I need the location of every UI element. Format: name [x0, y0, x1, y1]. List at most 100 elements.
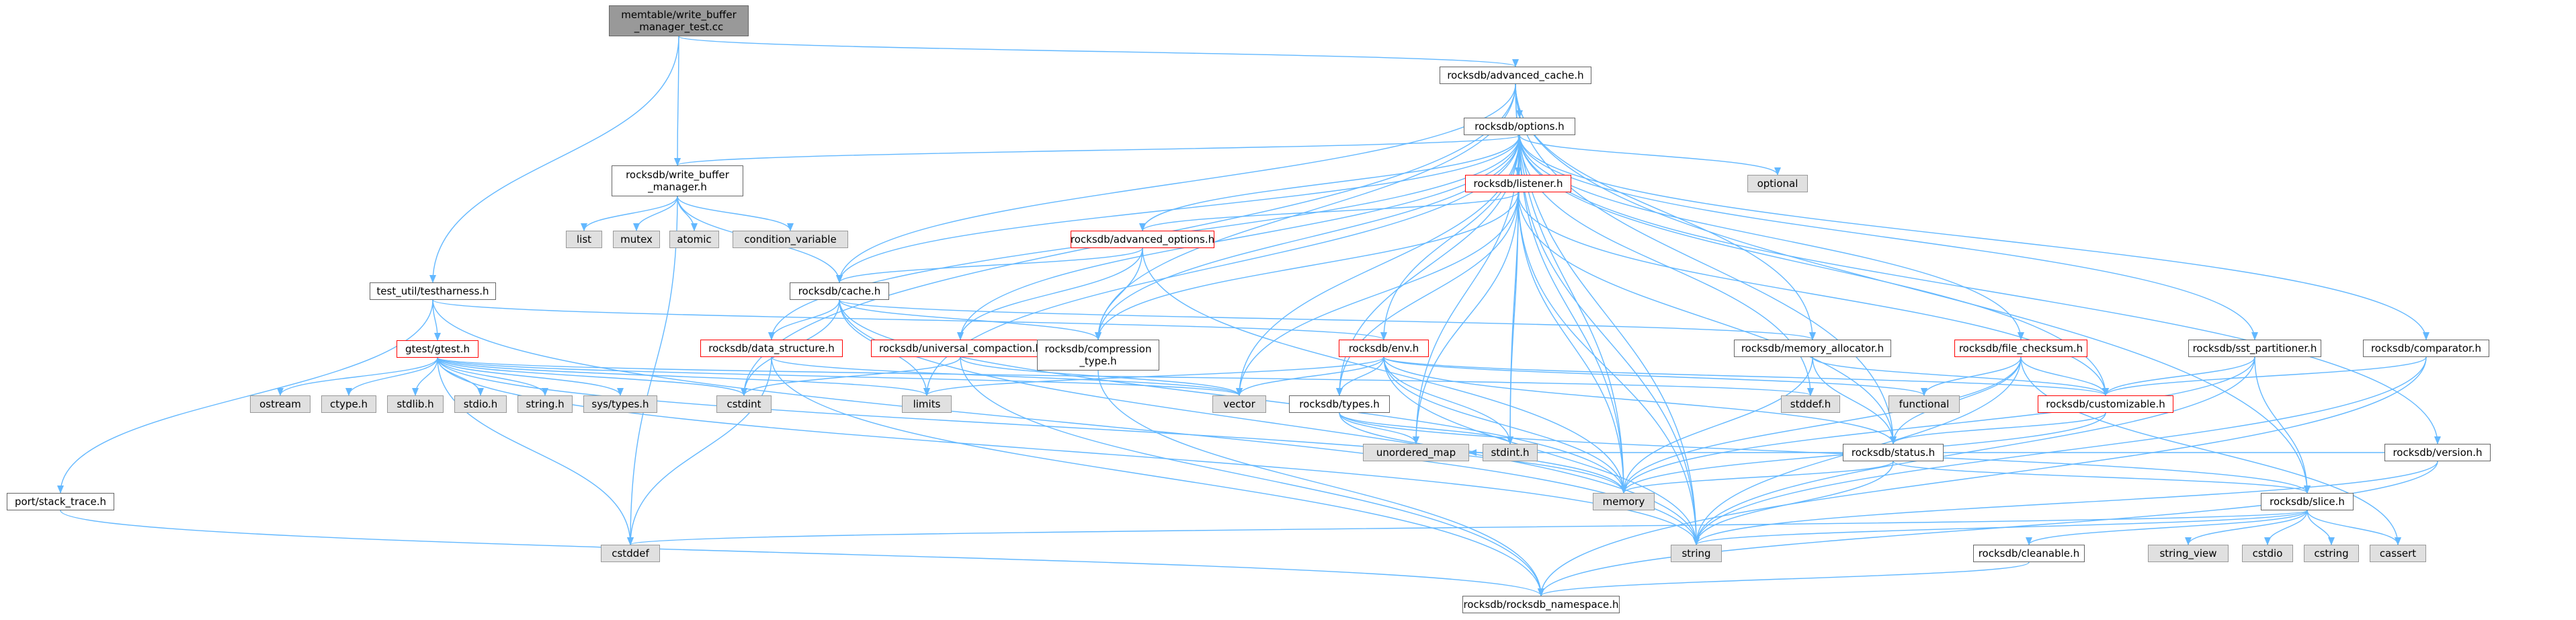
edge-data-structure-to-vector: [771, 356, 1243, 396]
edge-comparator-to-customizable: [2102, 356, 2427, 396]
node-version[interactable]: rocksdb/version.h: [2384, 444, 2491, 461]
edge-options-to-comparator: [1519, 134, 2429, 340]
edge-gtest-to-ctype: [345, 357, 438, 396]
edge-root-to-write-buffer-manager: [674, 36, 681, 166]
edge-advanced-cache-to-status: [1515, 83, 1897, 444]
edge-sst-partitioner-to-memory: [1620, 356, 2255, 494]
node-cstdint: cstdint: [716, 395, 772, 413]
edge-data-structure-to-cstddef: [627, 356, 772, 545]
edge-listener-to-status: [1518, 192, 1897, 444]
edge-status-to-string: [1693, 461, 1894, 545]
node-cstdio: cstdio: [2242, 545, 2293, 562]
edge-advanced-cache-to-memory: [1515, 83, 1627, 494]
node-root[interactable]: memtable/write_buffer _manager_test.cc: [609, 5, 749, 36]
node-stddef: stddef.h: [1781, 395, 1840, 413]
edge-write-buffer-manager-to-list: [581, 196, 678, 231]
edge-universal-compaction-to-cstdint: [741, 356, 961, 396]
edge-status-to-slice: [1893, 461, 2311, 494]
edge-testharness-to-env: [432, 299, 1387, 340]
node-stdio: stdio.h: [454, 395, 507, 413]
edge-advanced-cache-to-compression-type: [1095, 83, 1516, 340]
node-vector: vector: [1212, 395, 1266, 413]
node-cleanable[interactable]: rocksdb/cleanable.h: [1973, 545, 2085, 562]
node-status[interactable]: rocksdb/status.h: [1843, 444, 1944, 461]
edge-sst-partitioner-to-slice: [2254, 356, 2311, 494]
edge-listener-to-string: [1518, 192, 1700, 545]
edge-file-checksum-to-functional: [1921, 356, 2022, 396]
node-env[interactable]: rocksdb/env.h: [1339, 340, 1429, 357]
node-condition-variable: condition_variable: [733, 231, 848, 248]
node-sst-partitioner[interactable]: rocksdb/sst_partitioner.h: [2188, 340, 2321, 357]
edge-slice-to-cleanable: [2026, 510, 2308, 545]
edge-options-to-memory: [1519, 134, 1627, 494]
node-memory-allocator[interactable]: rocksdb/memory_allocator.h: [1734, 340, 1891, 357]
node-listener[interactable]: rocksdb/listener.h: [1465, 175, 1571, 192]
edge-options-to-file-checksum: [1519, 134, 2024, 340]
edge-compression-type-to-rocksdb-namespace: [1097, 370, 1544, 596]
node-types[interactable]: rocksdb/types.h: [1289, 395, 1390, 413]
edge-options-to-sst-partitioner: [1519, 134, 2258, 340]
edge-advanced-cache-to-string: [1515, 83, 1700, 545]
node-unordered-map: unordered_map: [1363, 444, 1469, 461]
node-limits: limits: [902, 395, 952, 413]
edge-version-to-rocksdb-namespace: [1538, 461, 2438, 596]
node-data-structure[interactable]: rocksdb/data_structure.h: [700, 340, 843, 357]
node-advanced-options[interactable]: rocksdb/advanced_options.h: [1071, 231, 1214, 248]
node-write-buffer-manager[interactable]: rocksdb/write_buffer _manager.h: [612, 165, 743, 196]
edge-advanced-cache-to-cache: [836, 83, 1516, 283]
node-gtest[interactable]: gtest/gtest.h: [397, 340, 479, 358]
node-advanced-cache[interactable]: rocksdb/advanced_cache.h: [1440, 67, 1591, 84]
node-stdlib: stdlib.h: [387, 395, 444, 413]
node-list: list: [566, 231, 602, 248]
edge-listener-to-unordered-map: [1413, 192, 1519, 444]
edge-write-buffer-manager-to-cstddef: [627, 196, 678, 545]
node-stdint: stdint.h: [1483, 444, 1538, 461]
node-compression-type[interactable]: rocksdb/compression _type.h: [1037, 340, 1159, 371]
edge-file-checksum-to-cassert: [2020, 356, 2401, 545]
edge-gtest-to-sys-types: [437, 357, 624, 396]
edge-cache-to-compression-type: [839, 299, 1102, 340]
edge-env-to-customizable: [1383, 356, 2109, 396]
edge-write-buffer-manager-to-atomic: [677, 196, 698, 231]
edge-env-to-limits: [923, 356, 1384, 396]
edge-slice-to-cassert: [2307, 510, 2401, 545]
edge-universal-compaction-to-vector: [960, 356, 1243, 396]
edge-options-to-advanced-options: [1139, 134, 1520, 231]
edge-env-to-stdint: [1383, 356, 1513, 444]
edge-write-buffer-manager-to-mutex: [633, 196, 678, 231]
edge-env-to-vector: [1236, 356, 1384, 396]
edge-cache-to-string: [839, 299, 1700, 545]
node-cache[interactable]: rocksdb/cache.h: [790, 282, 889, 300]
node-ostream: ostream: [250, 395, 310, 413]
node-testharness[interactable]: test_util/testharness.h: [370, 282, 496, 300]
edge-env-to-types: [1336, 356, 1384, 396]
edge-options-to-compression-type: [1095, 134, 1520, 340]
node-stack-trace[interactable]: port/stack_trace.h: [7, 493, 114, 510]
edge-testharness-to-gtest: [432, 299, 441, 341]
node-ctype: ctype.h: [321, 395, 376, 413]
node-sys-types: sys/types.h: [583, 395, 657, 413]
edge-advanced-options-to-universal-compaction: [957, 247, 1143, 340]
node-universal-compaction[interactable]: rocksdb/universal_compaction.h: [871, 340, 1050, 357]
node-file-checksum[interactable]: rocksdb/file_checksum.h: [1954, 340, 2087, 357]
edge-advanced-options-to-cache: [836, 247, 1143, 283]
edge-root-to-advanced-cache: [678, 36, 1519, 67]
edge-customizable-to-status: [1890, 412, 2106, 444]
edge-advanced-options-to-memory: [1142, 247, 1627, 494]
edge-slice-to-cstdio: [2264, 510, 2308, 545]
node-slice[interactable]: rocksdb/slice.h: [2261, 493, 2354, 510]
node-rocksdb-namespace[interactable]: rocksdb/rocksdb_namespace.h: [1462, 596, 1620, 613]
edge-gtest-to-cstddef: [437, 357, 634, 545]
node-comparator[interactable]: rocksdb/comparator.h: [2363, 340, 2489, 357]
node-customizable[interactable]: rocksdb/customizable.h: [2038, 395, 2173, 413]
edge-memory-allocator-to-customizable: [1812, 356, 2109, 396]
edge-env-to-string: [1383, 356, 1700, 545]
edge-options-to-cache: [836, 134, 1520, 283]
edge-options-to-env: [1380, 134, 1520, 340]
edge-options-to-version: [1519, 134, 2441, 444]
edge-comparator-to-string: [1693, 356, 2427, 545]
edge-slice-to-cstring: [2307, 510, 2335, 545]
edge-options-to-write-buffer-manager: [674, 134, 1520, 166]
node-options[interactable]: rocksdb/options.h: [1464, 118, 1575, 135]
